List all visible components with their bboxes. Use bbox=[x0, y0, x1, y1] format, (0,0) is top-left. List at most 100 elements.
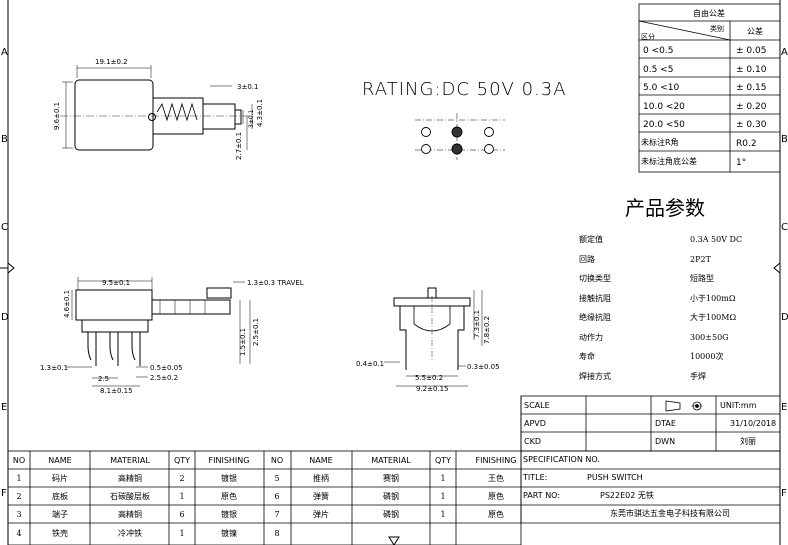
param-value: 300±50G bbox=[690, 333, 729, 342]
tolerance-value: R0.2 bbox=[736, 139, 757, 149]
bom-finishing: 镀银 bbox=[221, 509, 237, 519]
tolerance-range: 5.0 <10 bbox=[643, 83, 679, 93]
dim-4-3: 4.3±0.1 bbox=[256, 99, 264, 127]
tolerance-corner-bottom: 区分 bbox=[641, 32, 655, 41]
bom-qty: 1 bbox=[440, 510, 445, 519]
tb-apvd-label: APVD bbox=[524, 419, 546, 428]
tolerance-table bbox=[638, 3, 781, 173]
tolerance-range: 20.0 <50 bbox=[643, 120, 685, 130]
param-label: 绝缘抗阻 bbox=[579, 312, 611, 322]
dim-2-5v: 2.5±0.1 bbox=[252, 318, 260, 346]
param-label: 切换类型 bbox=[579, 273, 611, 283]
param-label: 回路 bbox=[579, 254, 595, 264]
margin-letter-left: B bbox=[1, 134, 8, 145]
bom-no: 3 bbox=[16, 510, 21, 519]
tb-title-label: TITLE: bbox=[522, 473, 547, 482]
bom-no: 7 bbox=[274, 510, 279, 519]
param-label: 额定值 bbox=[579, 234, 603, 244]
param-label: 动作力 bbox=[579, 332, 603, 342]
bom-material: 磷钢 bbox=[383, 491, 399, 501]
bom-material: 赛钢 bbox=[383, 473, 399, 483]
bom-material: 冷冲铁 bbox=[118, 528, 142, 538]
bom-finishing: 镀镍 bbox=[221, 528, 237, 538]
center-arrow-left bbox=[7, 261, 15, 275]
top-view bbox=[60, 65, 253, 151]
tolerance-value: ± 0.20 bbox=[736, 102, 767, 112]
param-value: 小于100mΩ bbox=[690, 294, 736, 303]
projection-symbol-icon bbox=[665, 400, 703, 412]
bom-name: 码片 bbox=[52, 473, 68, 483]
param-value: 大于100MΩ bbox=[690, 312, 736, 322]
tolerance-value: ± 0.10 bbox=[736, 65, 767, 75]
margin-letter-left: C bbox=[1, 222, 8, 233]
dim-3: 3±0.1 bbox=[237, 83, 258, 91]
tolerance-value: ± 0.30 bbox=[736, 120, 767, 130]
dim-2-5b: 2.5±0.2 bbox=[150, 374, 178, 382]
bom-finishing: 原色 bbox=[488, 509, 504, 519]
tolerance-range: 0.5 <5 bbox=[643, 65, 673, 75]
bom-header: QTY bbox=[174, 456, 190, 465]
params-title: 产品参数 bbox=[625, 196, 705, 220]
bom-finishing: 原色 bbox=[221, 491, 237, 501]
tb-company: 东莞市骐达五金电子科技有限公司 bbox=[610, 508, 730, 518]
bom-header: QTY bbox=[435, 456, 451, 465]
tolerance-range: 10.0 <20 bbox=[643, 102, 685, 112]
dim-0-3: 0.3±0.05 bbox=[467, 363, 500, 371]
margin-letter-left: D bbox=[1, 312, 9, 323]
dim-top-height: 9.6±0.1 bbox=[53, 102, 61, 130]
dim-9-2: 9.2±0.15 bbox=[416, 385, 449, 393]
bom-header: FINISHING bbox=[476, 456, 517, 465]
margin-letter-left: A bbox=[1, 47, 8, 58]
tolerance-range: 0 <0.5 bbox=[643, 46, 673, 56]
bom-material: 磷钢 bbox=[383, 509, 399, 519]
tb-spec-label: SPECIFICATION NO. bbox=[523, 455, 600, 464]
dim-travel: 1.3±0.3 TRAVEL bbox=[247, 279, 304, 287]
bom-qty: 1 bbox=[179, 492, 184, 501]
dim-0-5: 0.5±0.05 bbox=[150, 364, 183, 372]
dim-7-3: 7.3±0.1 bbox=[473, 310, 481, 338]
param-label: 接触抗阻 bbox=[579, 293, 611, 303]
tolerance-value: ± 0.05 bbox=[736, 46, 766, 56]
bom-no: 8 bbox=[274, 529, 279, 538]
tolerance-range: 未标注角底公差 bbox=[641, 156, 697, 166]
bom-material: 高精铜 bbox=[118, 473, 142, 483]
title-block-grid bbox=[520, 395, 781, 524]
dim-2-5h: 2.5 bbox=[98, 375, 109, 383]
param-value: 10000次 bbox=[690, 351, 723, 361]
margin-letter-left: F bbox=[1, 488, 7, 499]
bom-header: NO bbox=[13, 456, 25, 465]
bom-qty: 2 bbox=[179, 474, 184, 483]
dim-1-5: 1.5±0.1 bbox=[239, 328, 247, 356]
tb-part: PS22E02 无铁 bbox=[600, 490, 654, 500]
tb-part-label: PART NO: bbox=[523, 491, 560, 500]
tolerance-range: 未标注R角 bbox=[641, 137, 679, 147]
tolerance-value: ± 0.15 bbox=[736, 83, 766, 93]
bom-qty: 1 bbox=[440, 474, 445, 483]
tb-dwn: 刘丽 bbox=[740, 436, 756, 446]
bom-name: 弹簧 bbox=[313, 491, 329, 501]
bom-header: NAME bbox=[309, 456, 332, 465]
pcb-hole-pattern bbox=[415, 113, 505, 160]
bom-header: MATERIAL bbox=[110, 456, 150, 465]
bom-finishing: 镀银 bbox=[221, 473, 237, 483]
dim-2-7: 2.7±0.1 bbox=[235, 132, 243, 160]
bom-header: FINISHING bbox=[209, 456, 250, 465]
tb-date: 31/10/2018 bbox=[730, 419, 776, 428]
bom-no: 1 bbox=[16, 474, 21, 483]
tb-unit: UNIT:mm bbox=[720, 401, 757, 410]
bom-name: 端子 bbox=[52, 509, 68, 519]
param-label: 焊接方式 bbox=[579, 371, 611, 381]
bom-no: 5 bbox=[274, 474, 279, 483]
bom-name: 推柄 bbox=[313, 473, 329, 483]
dim-3b: 3±0.1 bbox=[248, 109, 255, 128]
dim-7-8: 7.8±0.2 bbox=[483, 316, 491, 344]
rating-text: RATING:DC 50V 0.3A bbox=[362, 79, 567, 100]
side-view bbox=[66, 277, 251, 387]
margin-letter-right: E bbox=[781, 402, 787, 413]
param-label: 寿命 bbox=[579, 351, 595, 361]
tb-scale-label: SCALE bbox=[524, 401, 550, 410]
dim-side-width: 9.5±0.1 bbox=[102, 279, 130, 287]
margin-letter-right: C bbox=[781, 222, 788, 233]
bom-finishing: 王色 bbox=[488, 473, 504, 483]
